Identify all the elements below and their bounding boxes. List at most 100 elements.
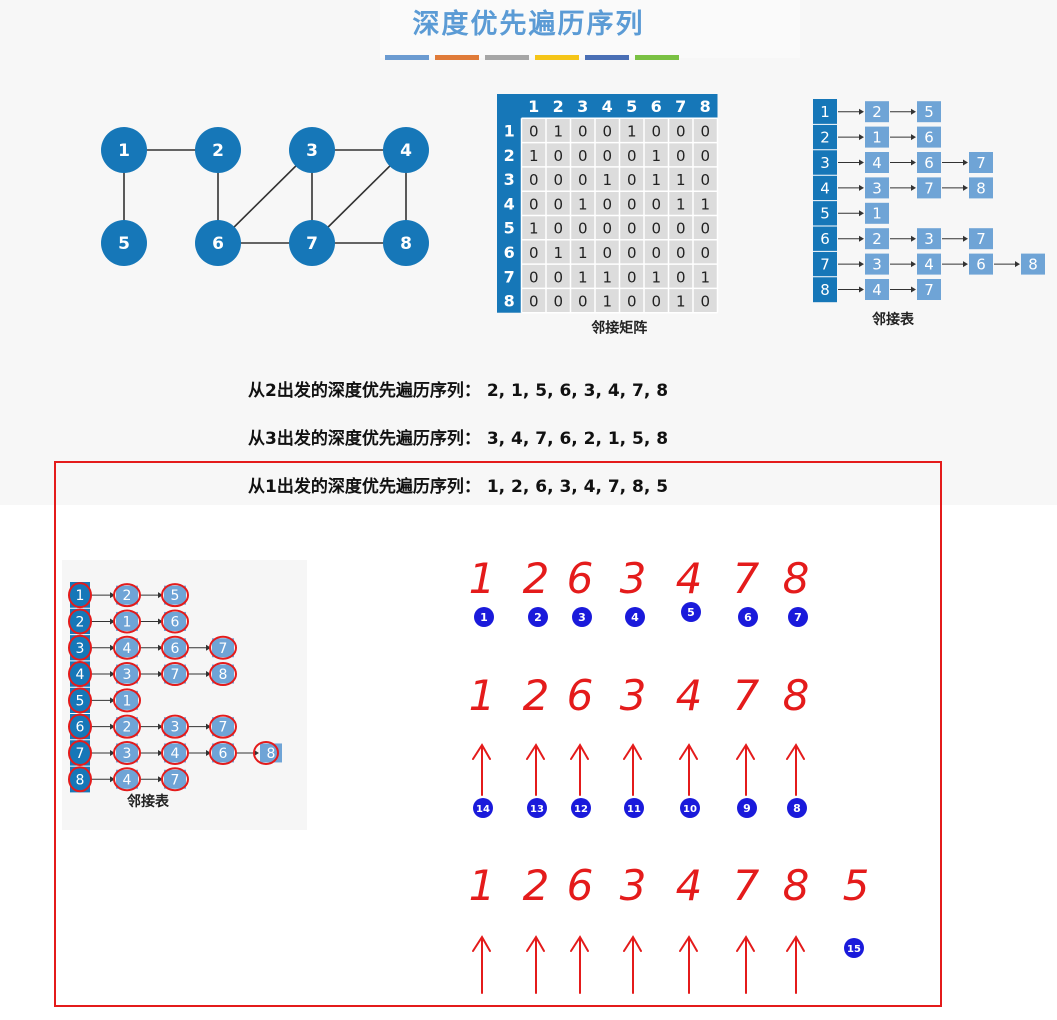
step-number-badge: 13	[527, 798, 547, 818]
matrix-cell: 0	[529, 268, 539, 286]
step-number-badge: 6	[738, 607, 758, 627]
matrix-cell: 0	[602, 122, 612, 140]
color-bar	[485, 55, 529, 60]
adjacency-arrow-head	[110, 697, 115, 704]
head-circle-mark	[68, 582, 92, 609]
adjacency-item-box	[116, 585, 138, 605]
handwritten-digit: 8	[783, 554, 810, 603]
adjacency-item-label: 2	[123, 588, 132, 604]
matrix-cell: 0	[627, 220, 637, 238]
adjacency-item-box	[969, 253, 993, 275]
adjacency-item-label: 3	[872, 179, 882, 197]
item-circle-mark	[161, 740, 189, 765]
color-bar	[535, 55, 579, 60]
adjacency-arrow-head	[911, 108, 916, 115]
node-label: 7	[306, 234, 318, 254]
matrix-column-header: 6	[651, 97, 662, 116]
matrix-cell: 0	[676, 122, 686, 140]
matrix-cell: 0	[529, 293, 539, 311]
badge-circle	[681, 602, 701, 622]
badge-label: 10	[683, 804, 697, 815]
adjacency-arrow-head	[963, 235, 968, 242]
item-circle-mark	[209, 740, 237, 765]
node-label: 1	[118, 141, 130, 161]
step-number-badge: 3	[572, 607, 592, 627]
title-background	[380, 0, 800, 58]
handwritten-digit: 2	[523, 554, 550, 603]
matrix-cell: 1	[602, 293, 612, 311]
adjacency-head-label: 7	[76, 746, 85, 762]
matrix-cell: 0	[578, 293, 588, 311]
adjacency-head-label: 5	[76, 693, 85, 709]
matrix-cell: 0	[553, 220, 563, 238]
adjacency-item-label: 8	[976, 179, 986, 197]
item-circle-mark	[161, 662, 189, 687]
adjacency-item-label: 1	[123, 614, 132, 630]
adjacency-item-box	[164, 585, 186, 605]
step-number-badge: 1	[474, 607, 494, 627]
adjacency-item-label: 7	[171, 772, 180, 788]
matrix-cell: 0	[651, 244, 661, 262]
item-circle-mark	[161, 583, 189, 608]
adjacency-item-box	[865, 126, 889, 148]
adjacency-item-label: 7	[924, 179, 934, 197]
adjacency-item-label: 5	[171, 588, 180, 604]
adjacency-item-box	[917, 101, 941, 123]
adjacency-arrow-head	[110, 592, 115, 599]
adjacency-arrow-head	[158, 776, 163, 783]
adjacency-item-box	[865, 253, 889, 275]
matrix-cell: 0	[553, 293, 563, 311]
step-number-badge: 15	[844, 938, 864, 958]
badge-label: 14	[476, 804, 490, 815]
handwritten-digit: 7	[733, 671, 760, 720]
matrix-row-header: 5	[504, 219, 515, 238]
step-number-badge: 8	[787, 798, 807, 818]
step-number-badge: 2	[528, 607, 548, 627]
matrix-cell: 1	[651, 147, 661, 165]
matrix-cell: 0	[676, 244, 686, 262]
matrix-cell: 0	[627, 268, 637, 286]
page-title: 深度优先遍历序列	[412, 9, 645, 40]
node-label: 6	[212, 234, 224, 254]
adjacency-head-label: 2	[76, 614, 85, 630]
badge-circle	[572, 607, 592, 627]
matrix-cell: 0	[676, 268, 686, 286]
item-circle-mark	[113, 740, 141, 765]
matrix-cell: 0	[602, 195, 612, 213]
adjacency-arrow-head	[206, 723, 211, 730]
matrix-cell: 0	[627, 195, 637, 213]
matrix-row-header: 1	[504, 121, 515, 140]
adjacency-arrow-head	[911, 134, 916, 141]
item-circle-mark	[253, 740, 279, 765]
badge-label: 2	[534, 611, 542, 624]
badge-label: 5	[687, 606, 695, 619]
badge-circle	[844, 938, 864, 958]
adjacency-arrow-head	[963, 159, 968, 166]
badge-circle	[737, 798, 757, 818]
matrix-cell: 0	[700, 122, 710, 140]
adjacency-item-label: 7	[219, 641, 228, 657]
adjacency-item-box	[164, 717, 186, 737]
adjacency-head-label: 6	[76, 720, 85, 736]
adjacency-arrow-head	[158, 749, 163, 756]
node-label: 2	[212, 141, 224, 161]
matrix-cell: 1	[578, 244, 588, 262]
item-circle-mark	[113, 583, 141, 608]
adjacency-item-label: 3	[171, 720, 180, 736]
item-circle-mark	[161, 767, 189, 792]
badge-circle	[624, 798, 644, 818]
adjacency-item-label: 6	[219, 746, 228, 762]
adjacency-item-box	[164, 611, 186, 631]
handwritten-digit: 4	[676, 671, 703, 720]
adjacency-arrow-head	[110, 618, 115, 625]
handwritten-digit: 1	[469, 554, 496, 603]
adjacency-item-label: 7	[976, 230, 986, 248]
step-number-badge: 7	[788, 607, 808, 627]
matrix-cell: 0	[627, 171, 637, 189]
matrix-cell: 1	[578, 268, 588, 286]
node-circle	[289, 127, 335, 173]
dfs-sequence-from-1: 从1出发的深度优先遍历序列：1, 2, 6, 3, 4, 7, 8, 5	[248, 477, 669, 497]
handwritten-digit: 4	[676, 861, 703, 910]
matrix-cell: 0	[578, 122, 588, 140]
adjacency-arrow-head	[110, 644, 115, 651]
